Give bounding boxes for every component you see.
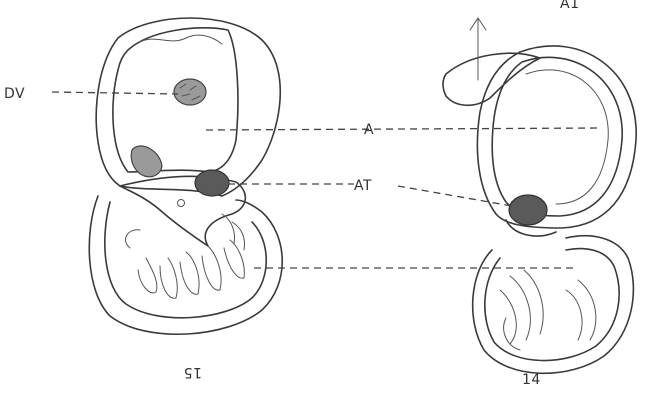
right-figure xyxy=(443,18,636,373)
left-small-circle xyxy=(178,200,185,207)
dv-structure xyxy=(174,79,206,105)
left-lower-folds xyxy=(125,214,244,298)
label-dv: DV xyxy=(4,86,25,102)
at-structure-left xyxy=(195,170,229,196)
dv-leader-line xyxy=(52,92,178,94)
left-figure xyxy=(89,18,282,334)
label-at: AT xyxy=(354,178,372,194)
right-lower-inner-outline xyxy=(485,249,619,361)
label-top-right-fragment: A1 xyxy=(560,0,579,12)
leader-lines xyxy=(52,92,600,268)
right-top-arrow xyxy=(470,18,486,80)
label-a: A xyxy=(364,122,374,138)
figure-number-left: 15 xyxy=(183,364,202,380)
left-upper-outer-outline xyxy=(96,18,280,196)
right-upper-inner-outline xyxy=(492,57,622,216)
a-leader-line xyxy=(206,128,600,130)
left-lower-outer-outline xyxy=(89,196,282,334)
right-lower-folds xyxy=(500,270,596,350)
at-structure-right xyxy=(509,195,547,225)
right-upper-outer-outline xyxy=(477,46,636,228)
right-upper-innermost-outline xyxy=(526,70,608,204)
at-leader-line-right xyxy=(398,186,512,206)
right-lower-outer-outline xyxy=(473,236,634,374)
figure-number-right: 14 xyxy=(522,372,541,388)
